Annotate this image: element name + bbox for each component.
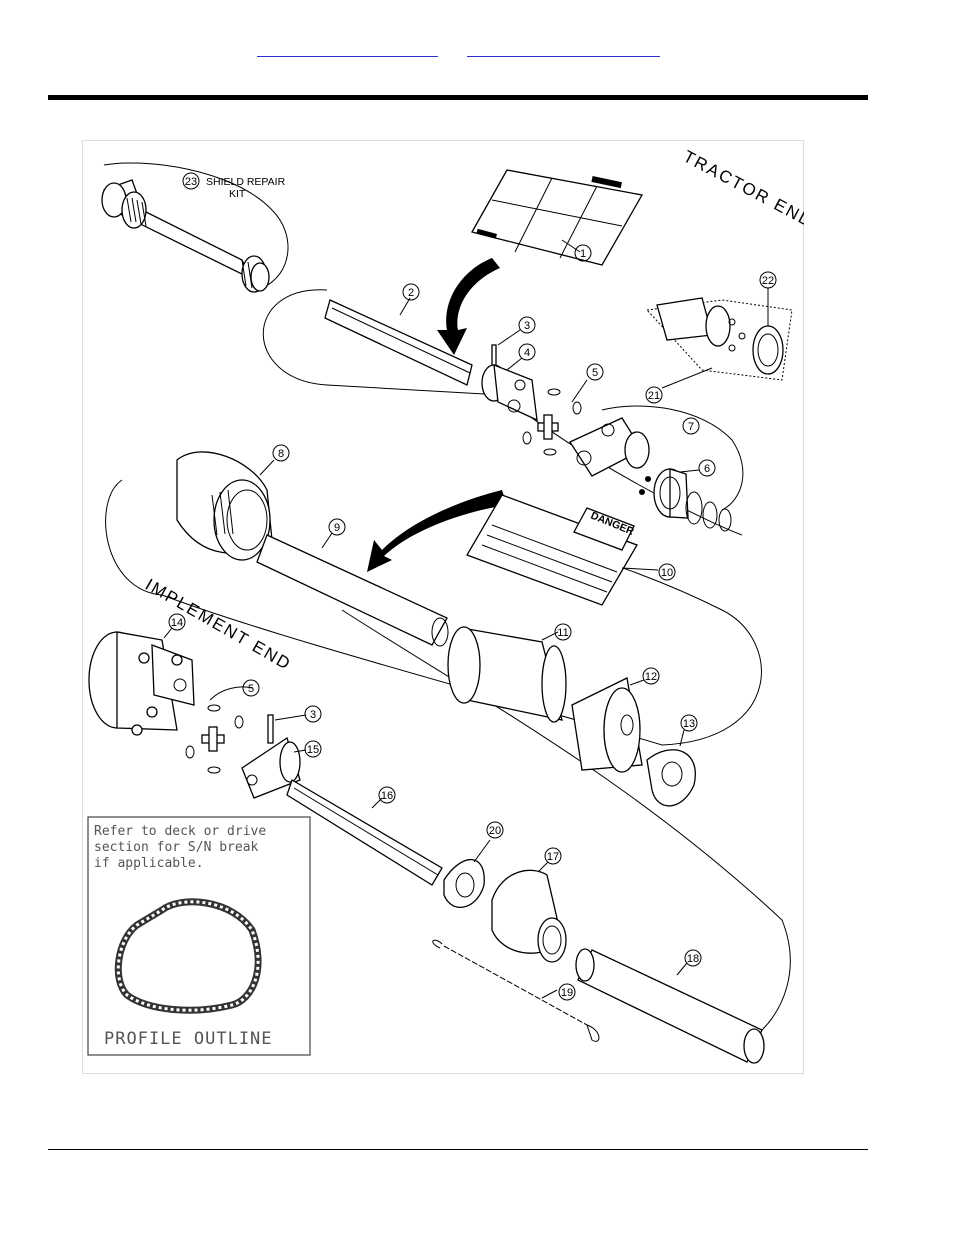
callout-3-bottom: 3: [310, 709, 316, 721]
callout-5-bottom: 5: [248, 683, 254, 695]
header-link-left[interactable]: [257, 38, 438, 57]
bell-shield-part-8: [177, 452, 272, 560]
note-line-1: Refer to deck or drive: [94, 824, 266, 839]
callout-4: 4: [524, 347, 530, 359]
collar-part-6: [639, 469, 731, 531]
header-link-right[interactable]: [467, 38, 660, 57]
callout-17: 17: [547, 851, 559, 863]
shield-repair-label: SHIELD REPAIR: [206, 176, 286, 188]
safety-chain-part-19: [433, 940, 599, 1041]
callout-15: 15: [307, 744, 319, 756]
bearing-shield-part-11: [448, 627, 566, 722]
callout-13: 13: [683, 718, 695, 730]
callout-1: 1: [580, 248, 586, 260]
decal-part-1: [472, 170, 642, 265]
header-rule: [48, 95, 868, 100]
outer-tube-part-9: [257, 535, 448, 646]
bearing-ring-part-13: [647, 750, 695, 806]
callout-7: 7: [688, 421, 694, 433]
cross-kit-lower-part-5: [186, 705, 243, 773]
note-line-3: if applicable.: [94, 856, 204, 871]
tractor-end-label: TRACTOR END: [680, 147, 804, 232]
callout-19: 19: [561, 987, 573, 999]
callout-16: 16: [381, 790, 393, 802]
callout-3: 3: [524, 320, 530, 332]
danger-decal-part-10: [467, 495, 637, 605]
cone-part-12: [572, 678, 642, 772]
callout-11: 11: [557, 627, 568, 639]
exploded-parts-diagram: SHIELD REPAIR KIT 23 TRACTOR END 1 2 3: [82, 140, 804, 1074]
yoke-part-4: [482, 365, 537, 420]
callout-18: 18: [687, 953, 699, 965]
note-line-2: section for S/N break: [94, 840, 259, 855]
cone-part-17: [492, 870, 566, 962]
callout-12: 12: [645, 671, 657, 683]
yoke-part-7: [570, 418, 649, 476]
bearing-ring-part-20: [444, 860, 484, 908]
callout-20: 20: [489, 825, 501, 837]
profile-outline-label: PROFILE OUTLINE: [104, 1029, 273, 1049]
callout-8: 8: [278, 448, 284, 460]
callout-5-top: 5: [592, 367, 598, 379]
callout-21: 21: [648, 390, 660, 402]
footer-rule: [48, 1149, 868, 1150]
callout-10: 10: [661, 567, 673, 579]
callout-14: 14: [171, 617, 183, 629]
callout-22: 22: [762, 275, 774, 287]
tractor-yoke-assembly: [647, 298, 792, 380]
outer-tube-part-18: [576, 949, 764, 1063]
clutch-part-14: [89, 632, 194, 735]
callout-6: 6: [704, 463, 710, 475]
callout-9: 9: [334, 522, 340, 534]
callout-23: 23: [185, 176, 197, 188]
shield-repair-label-kit: KIT: [229, 188, 246, 200]
callout-2: 2: [408, 287, 414, 299]
